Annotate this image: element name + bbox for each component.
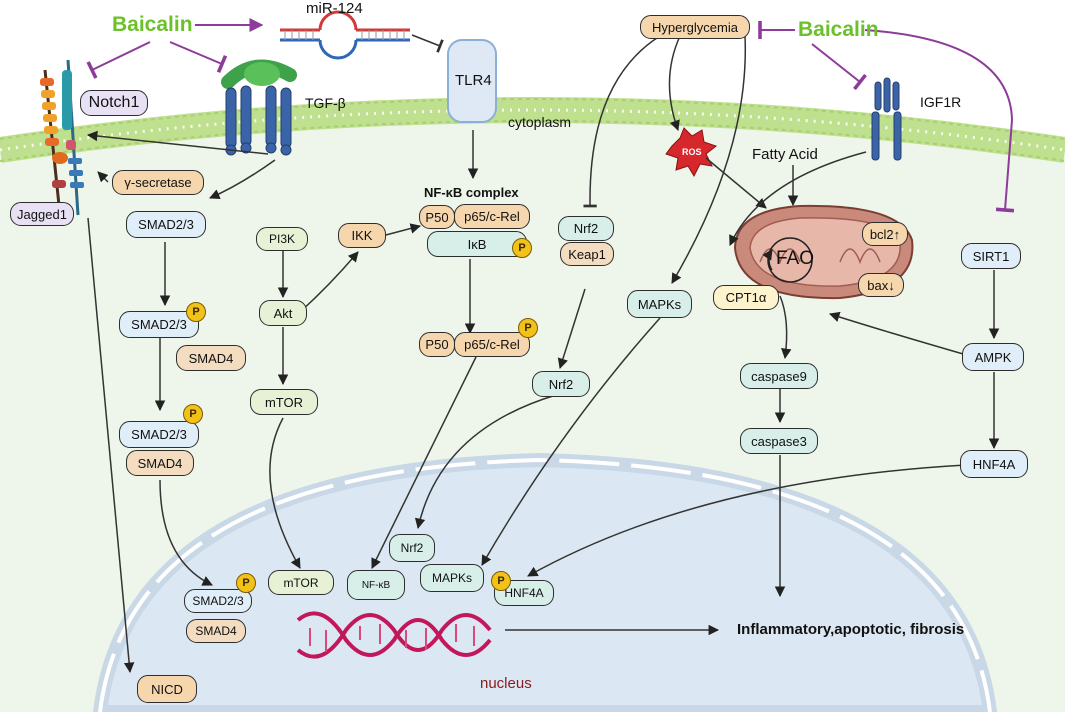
p65-node: p65/c-Rel [454, 204, 530, 229]
tgfb-label: TGF-β [305, 95, 346, 111]
mapks-node: MAPKs [627, 290, 692, 318]
p50-node-2: P50 [419, 332, 455, 357]
caspase3-node: caspase3 [740, 428, 818, 454]
ros-label: ROS [682, 147, 702, 157]
mtor-node: mTOR [250, 389, 318, 415]
fatty-acid-label: Fatty Acid [752, 146, 818, 163]
caspase9-node: caspase9 [740, 363, 818, 389]
tgf-beta-receptor-icon [221, 59, 297, 156]
pi3k-node: PI3K [256, 227, 308, 251]
baicalin-label-right: Baicalin [798, 18, 879, 41]
phospho-badge: P [491, 571, 511, 591]
nfkb-complex-title: NF-κB complex [424, 185, 519, 200]
outcome-label: Inflammatory,apoptotic, fibrosis [737, 621, 965, 638]
ikb-node: IκB [427, 231, 527, 257]
p65-node-2: p65/c-Rel [454, 332, 530, 357]
nrf2-node-1: Nrf2 [558, 216, 614, 241]
sirt1-node: SIRT1 [961, 243, 1021, 269]
keap1-node: Keap1 [560, 242, 614, 266]
bcl2-node: bcl2↑ [862, 222, 908, 246]
nrf2-node-2: Nrf2 [532, 371, 590, 397]
mir124-label: miR-124 [306, 0, 363, 17]
smad23-node-2: SMAD2/3 [119, 311, 199, 338]
cytoplasm-label: cytoplasm [508, 114, 572, 130]
smad4-node-1: SMAD4 [176, 345, 246, 371]
mapks-node-nucleus: MAPKs [420, 564, 484, 592]
smad4-node-nucleus: SMAD4 [186, 619, 246, 643]
cell-membrane [0, 97, 1065, 163]
phospho-badge: P [518, 318, 538, 338]
tlr4-receptor-icon [447, 39, 497, 123]
gamma-secretase-node: γ-secretase [112, 170, 204, 195]
phospho-badge: P [183, 404, 203, 424]
phospho-badge: P [186, 302, 206, 322]
smad23-node-1: SMAD2/3 [126, 211, 206, 238]
nicd-node: NICD [137, 675, 197, 703]
mtor-node-nucleus: mTOR [268, 570, 334, 595]
nrf2-node-nucleus: Nrf2 [389, 534, 435, 562]
hnf4a-node-nucleus: HNF4A [494, 580, 554, 606]
mir124-hairpin-icon [280, 10, 410, 60]
phospho-badge: P [512, 238, 532, 258]
nfkb-node-nucleus: NF-κB [347, 570, 405, 600]
smad4-node-2: SMAD4 [126, 450, 194, 476]
jagged1-node: Jagged1 [10, 202, 74, 226]
nucleus-label: nucleus [480, 675, 532, 692]
igf1r-label: IGF1R [920, 94, 962, 110]
baicalin-inhibition-lines [86, 18, 1015, 213]
bax-node: bax↓ [858, 273, 904, 297]
igf1r-receptor-icon [871, 77, 902, 161]
p50-node: P50 [419, 205, 455, 229]
phospho-badge: P [236, 573, 256, 593]
hnf4a-node: HNF4A [960, 450, 1028, 478]
tlr4-label: TLR4 [455, 72, 492, 89]
baicalin-label-left: Baicalin [112, 13, 193, 36]
hyperglycemia-node: Hyperglycemia [640, 15, 750, 39]
smad23-node-nucleus: SMAD2/3 [184, 589, 252, 613]
cpt1a-node: CPT1α [713, 285, 779, 310]
ikk-node: IKK [338, 223, 386, 248]
smad23-node-3: SMAD2/3 [119, 421, 199, 448]
notch1-node: Notch1 [80, 90, 148, 116]
akt-node: Akt [259, 300, 307, 326]
notch1-receptor-icon [40, 59, 84, 216]
dna-icon [296, 611, 492, 659]
ampk-node: AMPK [962, 343, 1024, 371]
fao-label: FAO [776, 248, 815, 269]
